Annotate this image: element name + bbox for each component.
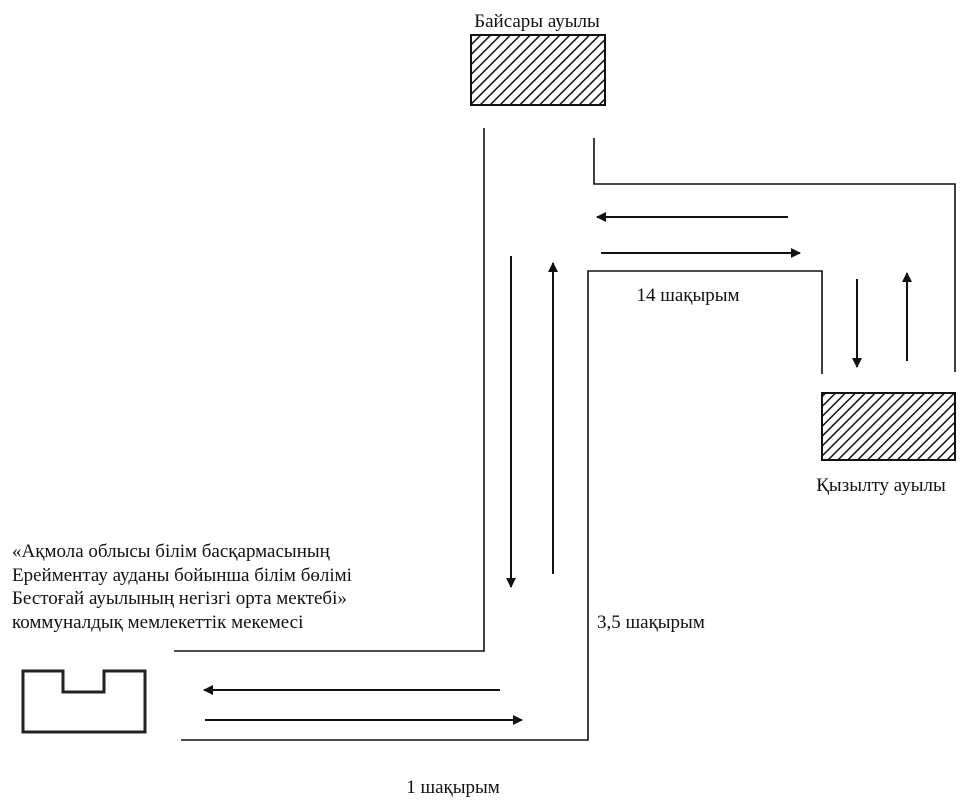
road-edge-outer-bottom — [181, 270, 823, 741]
kyzyltu-village-block — [821, 392, 956, 461]
distance-label-bottom: 1 шақырым — [406, 777, 500, 798]
baisary-village-label: Байсары ауылы — [474, 11, 600, 32]
school-name-label: «Ақмола облысы білім басқармасының Ерейм… — [12, 541, 357, 633]
school-name-line: Бестоғай ауылының негізгі орта мектебі» — [12, 588, 347, 609]
road-edge-outer-top — [593, 138, 956, 372]
school-name-line: «Ақмола облысы білім басқармасының — [12, 541, 330, 562]
distance-label-top: 14 шақырым — [636, 285, 739, 306]
baisary-village-block — [470, 34, 606, 106]
distance-label-vertical: 3,5 шақырым — [597, 612, 705, 633]
road-edge-inner-left — [174, 128, 485, 652]
school-building-icon — [21, 669, 147, 734]
school-name-line: коммуналдық мемлекеттік мекемесі — [12, 612, 303, 633]
kyzyltu-village-label: Қызылту ауылы — [816, 475, 946, 496]
school-name-line: Ерейментау ауданы бойынша білім бөлімі — [12, 565, 352, 586]
